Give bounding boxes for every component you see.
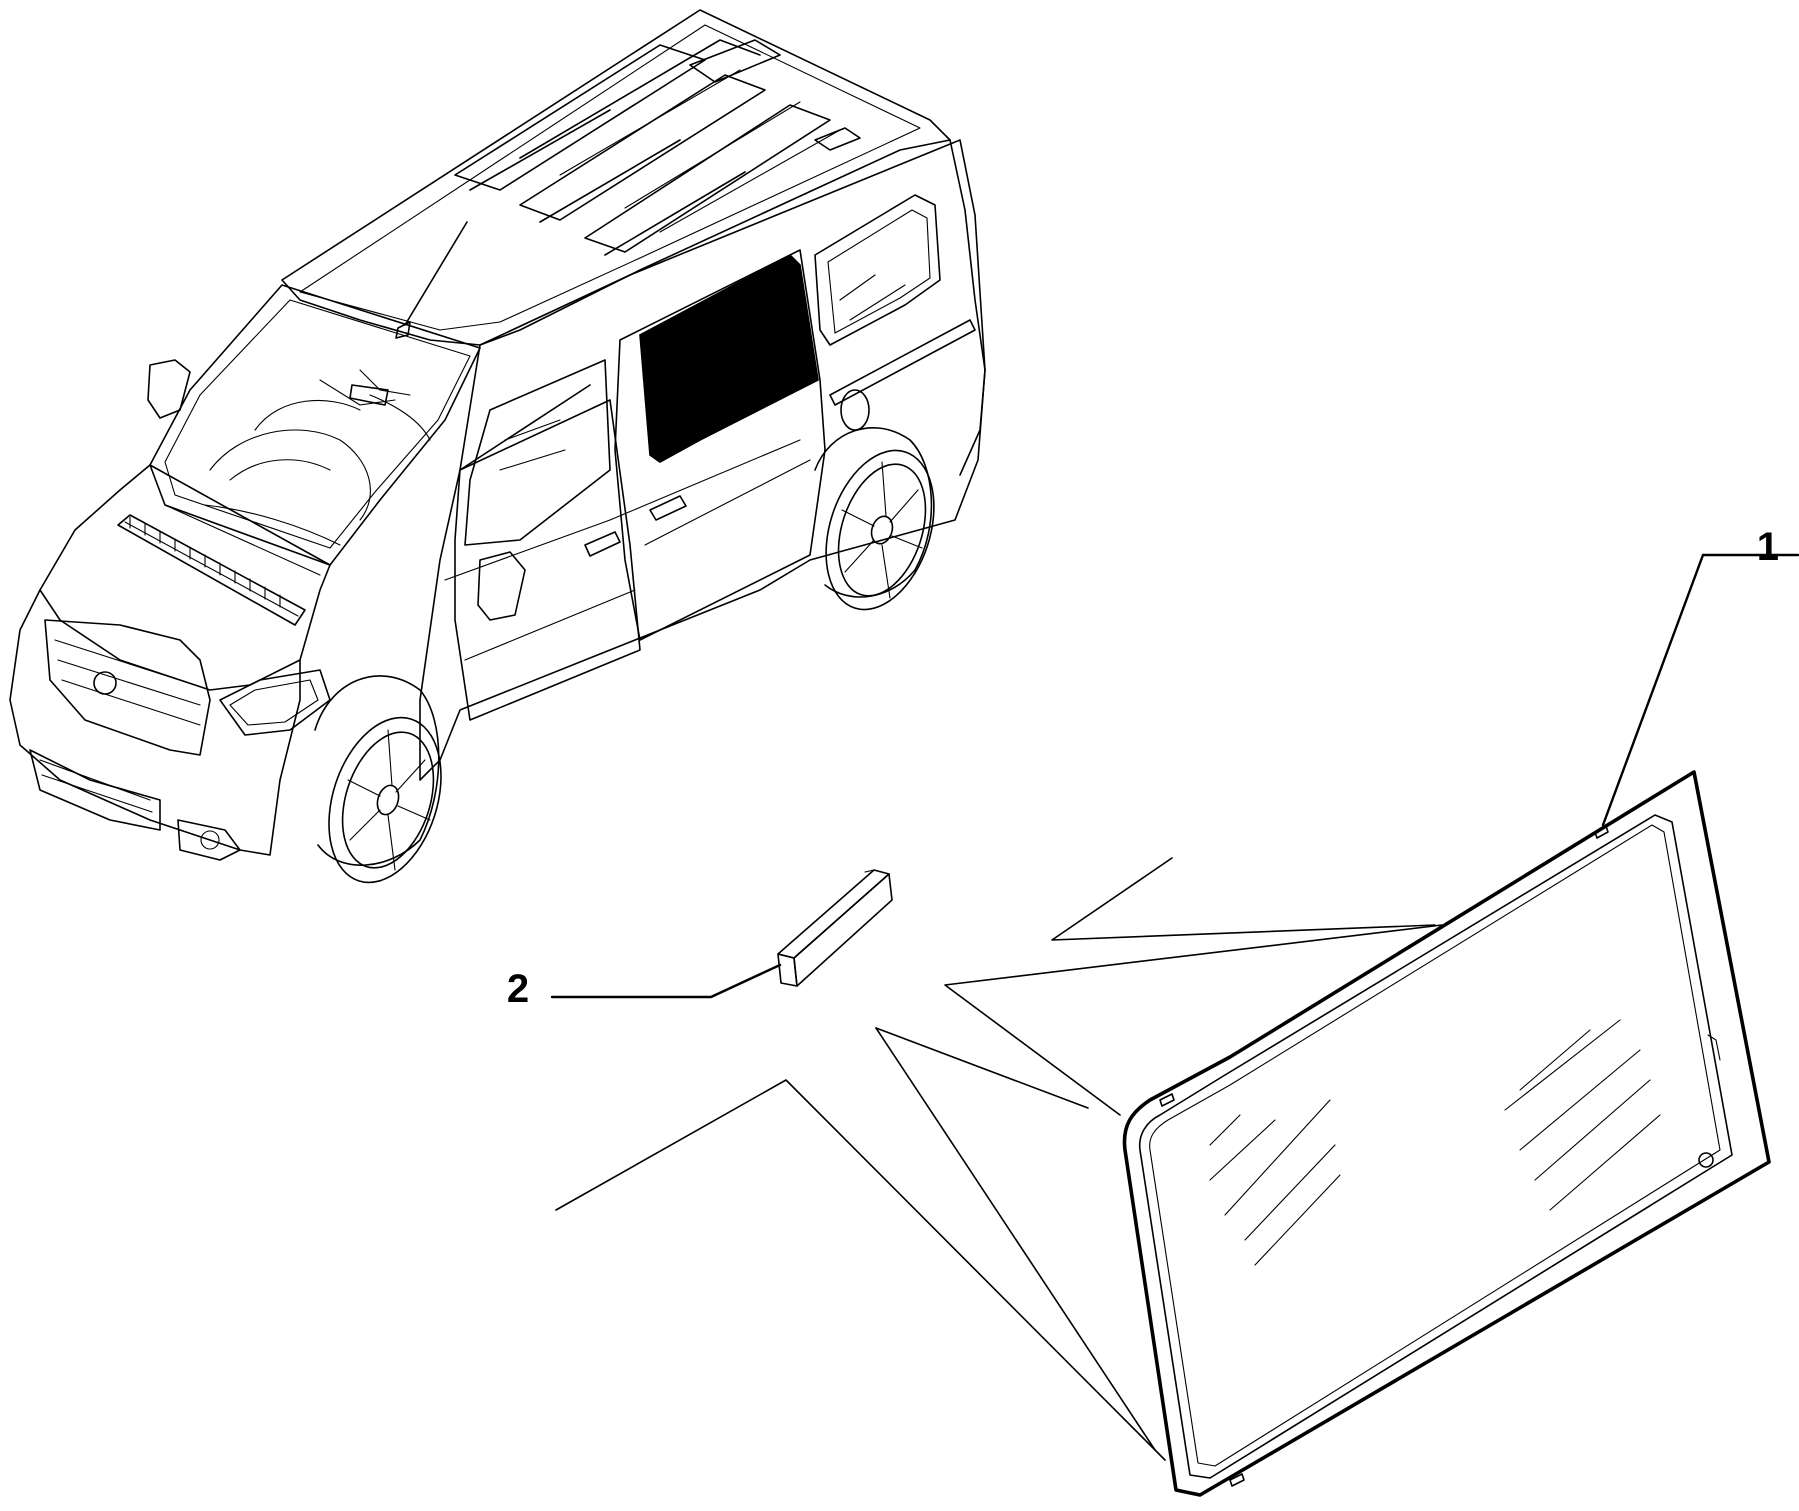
fog-light — [177, 819, 241, 861]
front-wheel — [314, 675, 442, 884]
left-side-mirror — [147, 359, 191, 419]
van-illustration — [9, 9, 986, 884]
callout-1-label: 1 — [1757, 525, 1779, 569]
glass-mounting-stud — [1698, 1152, 1714, 1168]
assembly-line-b — [944, 924, 1443, 1116]
part-2-block — [777, 869, 893, 987]
windshield-inner — [164, 299, 471, 549]
glass-reflection-left — [1209, 1099, 1341, 1266]
rear-wheel — [814, 426, 935, 611]
front-door-handle — [584, 531, 621, 557]
assembly-lines — [555, 857, 1443, 1461]
block-side-face — [793, 873, 893, 987]
front-fascia — [9, 589, 331, 861]
glass-outer-edge — [1122, 770, 1771, 1497]
assembly-line-c — [875, 1027, 1089, 1109]
glass-clip-left — [1159, 1093, 1175, 1107]
callout-2-leader — [550, 963, 782, 999]
assembly-line-e — [555, 1079, 1166, 1461]
assembly-line-d — [875, 1027, 1156, 1451]
right-side-mirror — [477, 551, 526, 621]
front-door-window — [464, 359, 611, 546]
roof-outline — [281, 9, 951, 346]
glass-seal-outer — [1138, 814, 1733, 1479]
sliding-door — [614, 249, 826, 641]
part-1-side-window-glass — [1122, 770, 1771, 1497]
rear-side-window — [814, 194, 941, 346]
roof-rack — [454, 39, 861, 256]
hood-vents — [117, 514, 306, 626]
callout-2-label: 2 — [507, 967, 529, 1011]
side-body — [419, 139, 986, 781]
interior-details — [204, 369, 431, 546]
block-top-face — [777, 869, 890, 959]
rear-body — [949, 139, 986, 476]
glass-clip-bottom — [1229, 1473, 1245, 1487]
sliding-door-handle — [649, 495, 687, 521]
assembly-line-a — [1051, 857, 1436, 941]
glass-clip-top — [1594, 825, 1609, 839]
side-trim — [829, 319, 976, 406]
sliding-door-window-highlighted — [639, 254, 819, 463]
fuel-cap — [840, 389, 870, 431]
brand-badge — [93, 671, 117, 695]
rear-view-mirror — [349, 384, 389, 406]
roof-inner-edge — [299, 24, 921, 331]
glass-reflection-right — [1504, 1019, 1661, 1211]
glass-seal-inner — [1149, 824, 1721, 1467]
callout-1-leader — [1601, 553, 1799, 827]
front-door — [454, 399, 641, 721]
